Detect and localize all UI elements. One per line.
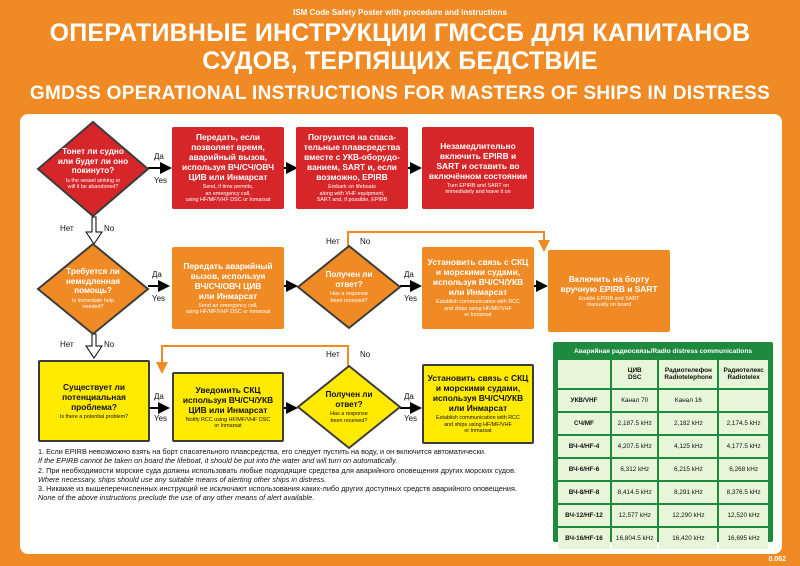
- arrow-q1-q2: [85, 216, 103, 245]
- radio-frequency-cell: 6,268 kHz: [719, 459, 768, 480]
- note-1-ru: 1. Если EPIRB невозможно взять на борт с…: [38, 447, 486, 456]
- step-notify-rcc: Уведомить СКЦ используя ВЧ/СЧ/УКВ ЦИВ ил…: [172, 372, 284, 442]
- radio-header-radiotelephone: Радиотелефон Radiotelephone: [659, 360, 718, 388]
- note-3-ru: 3. Никакие из вышеперечисленных инструкц…: [38, 484, 517, 494]
- label-yes-en-3: Yes: [404, 294, 418, 303]
- label-no-ru-2: Нет: [60, 340, 74, 349]
- radio-frequency-cell: [719, 390, 768, 411]
- radio-header-dsc: ЦИВ DSC: [612, 360, 658, 388]
- radio-frequency-cell: 8,414.5 kHz: [612, 482, 658, 503]
- poster-topline: ISM Code Safety Poster with procedure an…: [293, 8, 507, 17]
- label-no-en-3: No: [360, 237, 371, 246]
- note-3-en: None of the above instructions preclude …: [38, 493, 315, 503]
- radio-frequency-cell: 6,312 kHz: [612, 459, 658, 480]
- radio-band-cell: ВЧ-4/HF-4: [558, 436, 610, 457]
- radio-frequency-cell: 4,177.5 kHz: [719, 436, 768, 457]
- radio-band-cell: УКВ/VHF: [558, 390, 610, 411]
- radio-header-radiotelex: Радиотелекс Radiotelex: [719, 360, 768, 388]
- question-vessel-sinking: Тонет ли судно или будет ли оно покинуто…: [36, 120, 150, 218]
- radio-frequency-cell: 16,420 kHz: [659, 528, 718, 549]
- radio-band-cell: ВЧ-16/HF-16: [558, 528, 610, 549]
- label-no-en-2: No: [104, 340, 115, 349]
- note-2-ru: 2. При необходимости морские суда должны…: [38, 465, 517, 475]
- radio-table-title: Аварийная радиосвязь/Radio distress comm…: [573, 348, 753, 355]
- label-no-en-5: No: [360, 350, 371, 359]
- radio-frequency-cell: 6,215 kHz: [659, 459, 718, 480]
- radio-band-cell: ВЧ-12/HF-12: [558, 505, 610, 526]
- radio-frequency-cell: 2,174.5 kHz: [719, 413, 768, 434]
- radio-frequency-cell: 2,187.5 kHz: [612, 413, 658, 434]
- label-yes-ru-4: Да: [154, 392, 164, 401]
- radio-frequency-cell: 8,376.5 kHz: [719, 482, 768, 503]
- label-no-ru-5: Нет: [326, 350, 340, 359]
- poster-title-ru: ОПЕРАТИВНЫЕ ИНСТРУКЦИИ ГМССБ ДЛЯ КАПИТАН…: [49, 19, 751, 75]
- arrow-q2-q4: [85, 333, 103, 359]
- radio-frequency-cell: 16,695 kHz: [719, 528, 768, 549]
- label-no-ru-3: Нет: [326, 237, 340, 246]
- footnotes: 1. Если EPIRB невозможно взять на борт с…: [38, 447, 538, 503]
- radio-frequency-cell: 4,207.5 kHz: [612, 436, 658, 457]
- radio-frequency-cell: 8,291 kHz: [659, 482, 718, 503]
- label-yes-ru-5: Да: [404, 392, 414, 401]
- label-no-ru-1: Нет: [60, 224, 74, 233]
- arrow-q3-no-loop: [347, 231, 550, 252]
- step-embark-lifeboats: Погрузится на спаса- тельные плавсредств…: [296, 127, 408, 209]
- radio-band-cell: СЧ/MF: [558, 413, 610, 434]
- radio-frequencies-table: ЦИВ DSC Радиотелефон Radiotelephone Ради…: [556, 358, 770, 551]
- radio-band-cell: ВЧ-6/HF-6: [558, 459, 610, 480]
- step-establish-communication-1: Установить связь с СКЦ и морскими судами…: [422, 247, 534, 329]
- question-immediate-help: Требуется ли немедленная помощь?Is immed…: [36, 242, 150, 336]
- label-yes-en-5: Yes: [404, 414, 418, 423]
- radio-frequency-cell: 4,125 kHz: [659, 436, 718, 457]
- label-yes-ru-1: Да: [154, 152, 164, 161]
- radio-frequency-cell: Канал 70: [612, 390, 658, 411]
- label-no-en-1: No: [104, 224, 115, 233]
- radio-distress-table: Аварийная радиосвязь/Radio distress comm…: [553, 342, 773, 549]
- step-send-emergency-call-2: Передать аварийный вызов, используя ВЧ/С…: [172, 247, 284, 329]
- radio-frequency-cell: 12,520 kHz: [719, 505, 768, 526]
- radio-frequency-cell: 16,804.5 kHz: [612, 528, 658, 549]
- question-response-received-1: Получен ли ответ?Has a response been rec…: [296, 244, 402, 330]
- radio-header-band: [558, 360, 610, 388]
- label-yes-en-1: Yes: [154, 176, 168, 185]
- arrow-q5-no-loop: [156, 345, 349, 374]
- label-yes-en-4: Yes: [154, 414, 168, 423]
- poster-title-en: GMDSS OPERATIONAL INSTRUCTIONS FOR MASTE…: [29, 83, 771, 104]
- step-establish-communication-2: Установить связь с СКЦ и морскими судами…: [422, 364, 534, 444]
- step-turn-epirb-sart-on: Незамедлительно включить EPIRB и SART и …: [422, 127, 534, 209]
- radio-frequency-cell: 12,290 kHz: [659, 505, 718, 526]
- question-potential-problem: Существует ли потенциальная проблема?Is …: [38, 360, 150, 442]
- note-2-en: Where necessary, ships should use any su…: [38, 474, 327, 484]
- question-response-received-2: Получен ли ответ?Has a response been rec…: [296, 364, 402, 450]
- label-yes-en-2: Yes: [152, 294, 166, 303]
- poster-code: 0.062: [768, 556, 786, 563]
- step-send-emergency-call: Передать, если позволяет время, аварийны…: [172, 127, 284, 209]
- radio-frequency-cell: 2,182 kHz: [659, 413, 718, 434]
- label-yes-ru-2: Да: [152, 270, 162, 279]
- note-1-en: If the EPIRB cannot be taken on board th…: [38, 456, 398, 466]
- label-yes-ru-3: Да: [404, 270, 414, 279]
- radio-frequency-cell: 12,577 kHz: [612, 505, 658, 526]
- radio-band-cell: ВЧ-8/HF-8: [558, 482, 610, 503]
- radio-frequency-cell: Канал 16: [659, 390, 718, 411]
